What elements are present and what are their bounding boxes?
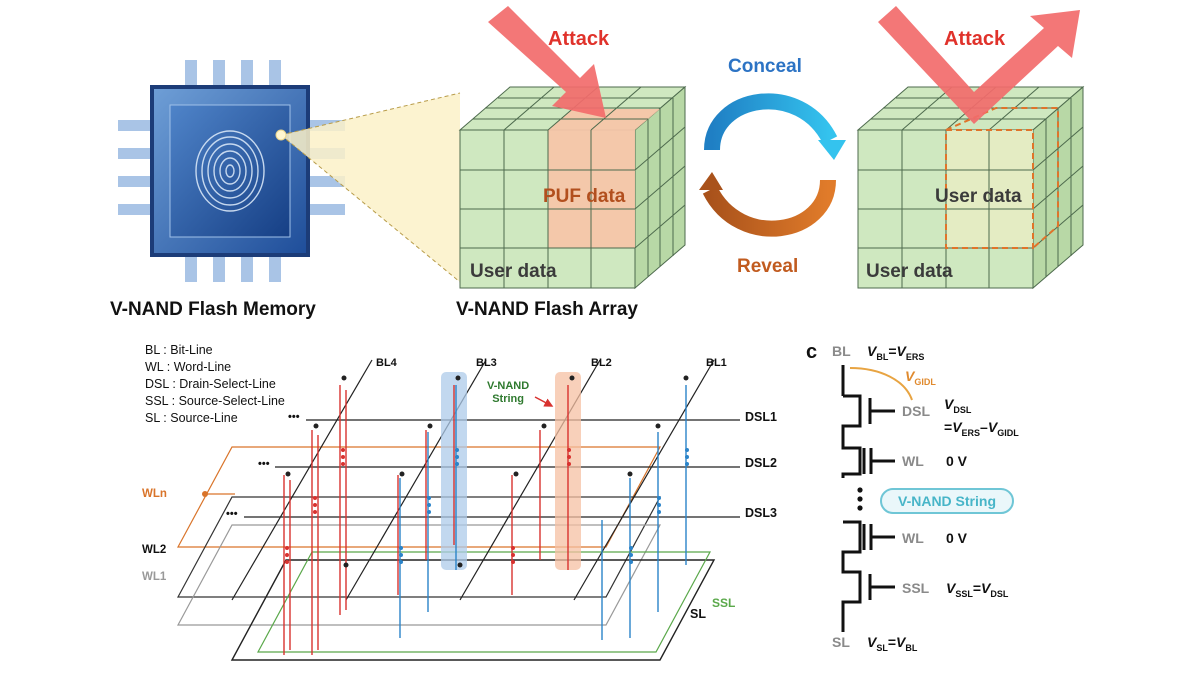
bl3-label: BL3 <box>476 357 497 369</box>
ellipsis: ••• <box>258 458 270 470</box>
bl2-label: BL2 <box>591 357 612 369</box>
legend: BL : Bit-Line WL : Word-Line DSL : Drain… <box>145 342 285 427</box>
vnand-string-label: V-NAND String <box>487 380 530 405</box>
circuit-ssl: SSL <box>902 580 930 596</box>
dsl1-label: DSL1 <box>745 410 777 424</box>
circuit-wl-bottom: WL <box>902 530 924 546</box>
v-gidl: VGIDL <box>905 368 936 387</box>
attack-label-right: Attack <box>944 28 1006 50</box>
panel-letter: c <box>806 341 818 363</box>
sl-label: SL <box>690 607 706 621</box>
reveal-arrow <box>702 179 836 237</box>
nand-3d-array <box>176 359 740 661</box>
dsl2-label: DSL2 <box>745 456 777 470</box>
circuit-dsl: DSL <box>902 403 930 419</box>
wl1-label: WL1 <box>142 571 167 583</box>
user-data-right-bottom: User data <box>866 261 953 282</box>
ellipsis: ••• <box>288 411 300 423</box>
v-bl-equation: VBL=VERS <box>867 343 925 362</box>
right-cube <box>856 85 1085 290</box>
ssl-label: SSL <box>712 596 736 610</box>
wl2-label: WL2 <box>142 544 167 556</box>
reveal-label: Reveal <box>737 256 799 277</box>
zoom-cone <box>281 93 460 282</box>
user-data-right-top: User data <box>935 186 1022 207</box>
circuit-sl: SL <box>832 634 850 650</box>
legend-item: DSL : Drain-Select-Line <box>145 377 276 391</box>
dsl3-label: DSL3 <box>745 506 777 520</box>
v-dsl-equation: VDSL=VERS–VGIDL <box>944 396 1019 438</box>
ellipsis: ••• <box>226 508 238 520</box>
string-circuit <box>841 365 895 632</box>
chip-caption: V-NAND Flash Memory <box>110 299 316 320</box>
chip-icon <box>118 60 345 282</box>
array-caption: V-NAND Flash Array <box>456 299 638 320</box>
conceal-label: Conceal <box>728 56 802 77</box>
circuit-bl: BL <box>832 343 851 359</box>
attack-arrow-left <box>488 6 606 118</box>
v-ssl-equation: VSSL=VDSL <box>946 580 1009 599</box>
v-sl-equation: VSL=VBL <box>867 634 918 653</box>
legend-item: SL : Source-Line <box>145 411 238 425</box>
legend-item: WL : Word-Line <box>145 360 232 374</box>
attack-arrow-right <box>878 6 1080 124</box>
bl4-label: BL4 <box>376 357 397 369</box>
legend-item: SSL : Source-Select-Line <box>145 394 285 408</box>
bl1-label: BL1 <box>706 357 727 369</box>
puf-data-label: PUF data <box>543 186 626 207</box>
attack-label-left: Attack <box>548 28 610 50</box>
legend-item: BL : Bit-Line <box>145 343 213 357</box>
wl-voltage-bottom: 0 V <box>946 530 968 546</box>
wl-voltage-top: 0 V <box>946 453 968 469</box>
vnand-string-pill: V-NAND String <box>880 488 1014 514</box>
circuit-wl-top: WL <box>902 453 924 469</box>
conceal-arrow <box>704 93 838 151</box>
wln-label: WLn <box>142 488 167 500</box>
user-data-left: User data <box>470 261 557 282</box>
